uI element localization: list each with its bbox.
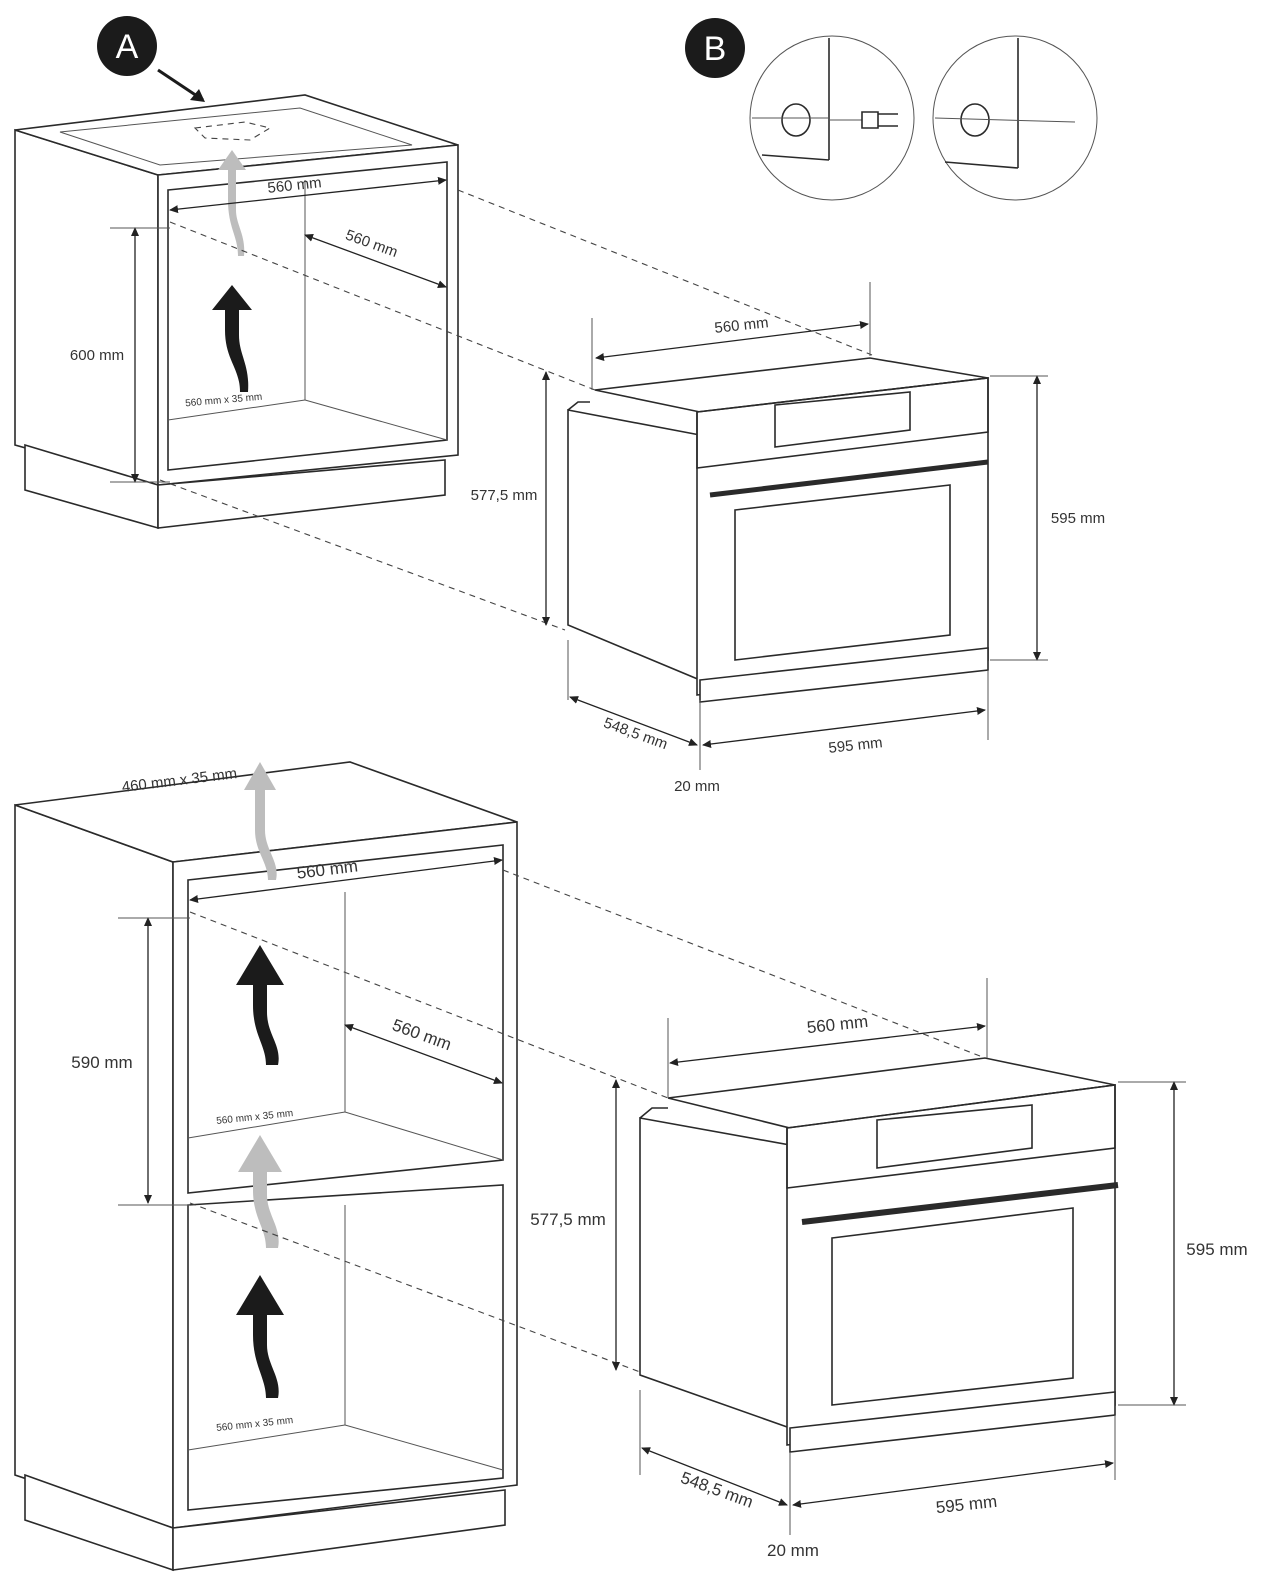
oven-panel-label: 20 mm [767,1541,819,1560]
oven-door-handle [709,459,989,498]
badge-b-label: B [704,30,727,68]
badge-a-label: A [116,28,139,66]
oven-top-width-label: 560 mm [714,314,770,337]
top-oven: 560 mm 577,5 mm 595 mm 548,5 mm 595 mm 2… [471,282,1105,795]
oven-panel-label: 20 mm [674,778,720,795]
oven-door-handle [801,1182,1119,1225]
bottom-oven: 560 mm 577,5 mm 595 mm 548,5 mm 595 mm 2… [530,978,1248,1560]
top-cabinet: 560 mm 560 mm 600 mm 560 mm x 35 mm [14,94,459,530]
oven-body-height-label: 577,5 mm [471,487,538,504]
oven-front-height-label: 595 mm [1186,1240,1247,1259]
oven-body-height-label: 577,5 mm [530,1210,606,1229]
oven-front-width-label: 595 mm [935,1492,998,1517]
cabinet-height-label: 600 mm [70,347,124,364]
cabinet-width-label: 560 mm [267,174,323,197]
oven-depth-label: 548,5 mm [678,1468,756,1512]
airflow-arrow-icon [238,1135,282,1248]
oven-window [734,484,951,661]
control-panel-display [876,1104,1033,1169]
airflow-arrow-icon [236,945,284,1065]
badge-a: A [97,16,205,102]
oven-depth-label: 548,5 mm [601,714,669,753]
plug-icon [861,111,879,129]
oven-front-width-label: 595 mm [828,734,884,757]
oven-top-width-label: 560 mm [806,1012,869,1037]
tall-cabinet: 460 mm x 35 mm 560 mm 560 mm 590 mm 560 … [14,761,518,1572]
tall-height-label: 590 mm [71,1053,132,1072]
cable-detail [932,35,1098,201]
badge-b: B [685,18,745,78]
oven-front-height-label: 595 mm [1051,510,1105,527]
control-panel-display [774,391,911,448]
airflow-arrow-icon [212,285,252,392]
oven-window [831,1207,1074,1406]
plug-socket-detail [749,35,915,201]
airflow-arrow-icon [236,1275,284,1398]
projection-lines-top [159,189,873,631]
airflow-arrow-icon [244,762,277,880]
